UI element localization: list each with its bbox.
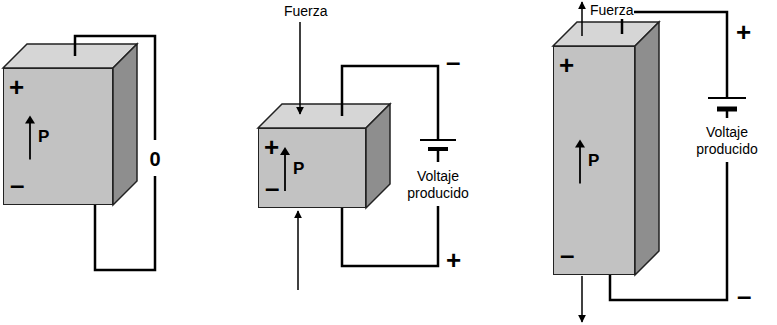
terminal-sign: – xyxy=(446,48,460,77)
polarity-sign: + xyxy=(264,134,279,160)
cube-side-face xyxy=(113,44,137,205)
force-arrow xyxy=(299,22,301,114)
polarization-label: P xyxy=(293,160,304,177)
battery-plate xyxy=(420,139,456,141)
piezo-cube: + P– xyxy=(258,128,366,208)
terminal-sign: – xyxy=(737,282,751,311)
voltage-label: Voltaje producido xyxy=(685,124,769,158)
battery-plate xyxy=(428,147,448,151)
cube-side-face xyxy=(366,104,390,208)
force-label: Fuerza xyxy=(590,2,634,19)
force-arrow xyxy=(297,211,299,290)
terminal-sign: + xyxy=(446,246,461,275)
polarity-sign: + xyxy=(559,52,574,78)
force-label: Fuerza xyxy=(284,3,328,20)
piezo-cube: + P – xyxy=(3,68,113,205)
cube-side-face xyxy=(635,22,659,275)
polarization-label: P xyxy=(588,152,599,169)
polarity-sign: – xyxy=(265,175,279,201)
battery-plate xyxy=(708,97,746,99)
force-arrow xyxy=(581,276,583,322)
polarity-sign: – xyxy=(10,172,24,198)
terminal-sign: + xyxy=(736,18,751,47)
piezo-cube: + P – xyxy=(553,46,635,275)
polarity-sign: + xyxy=(9,74,24,100)
battery-plate xyxy=(717,107,737,112)
polarization-label: P xyxy=(38,128,49,145)
voltage-label: Voltaje producido xyxy=(396,168,480,202)
force-arrow xyxy=(581,2,583,36)
voltage-reading: 0 xyxy=(149,148,160,171)
polarity-sign: – xyxy=(560,242,574,268)
